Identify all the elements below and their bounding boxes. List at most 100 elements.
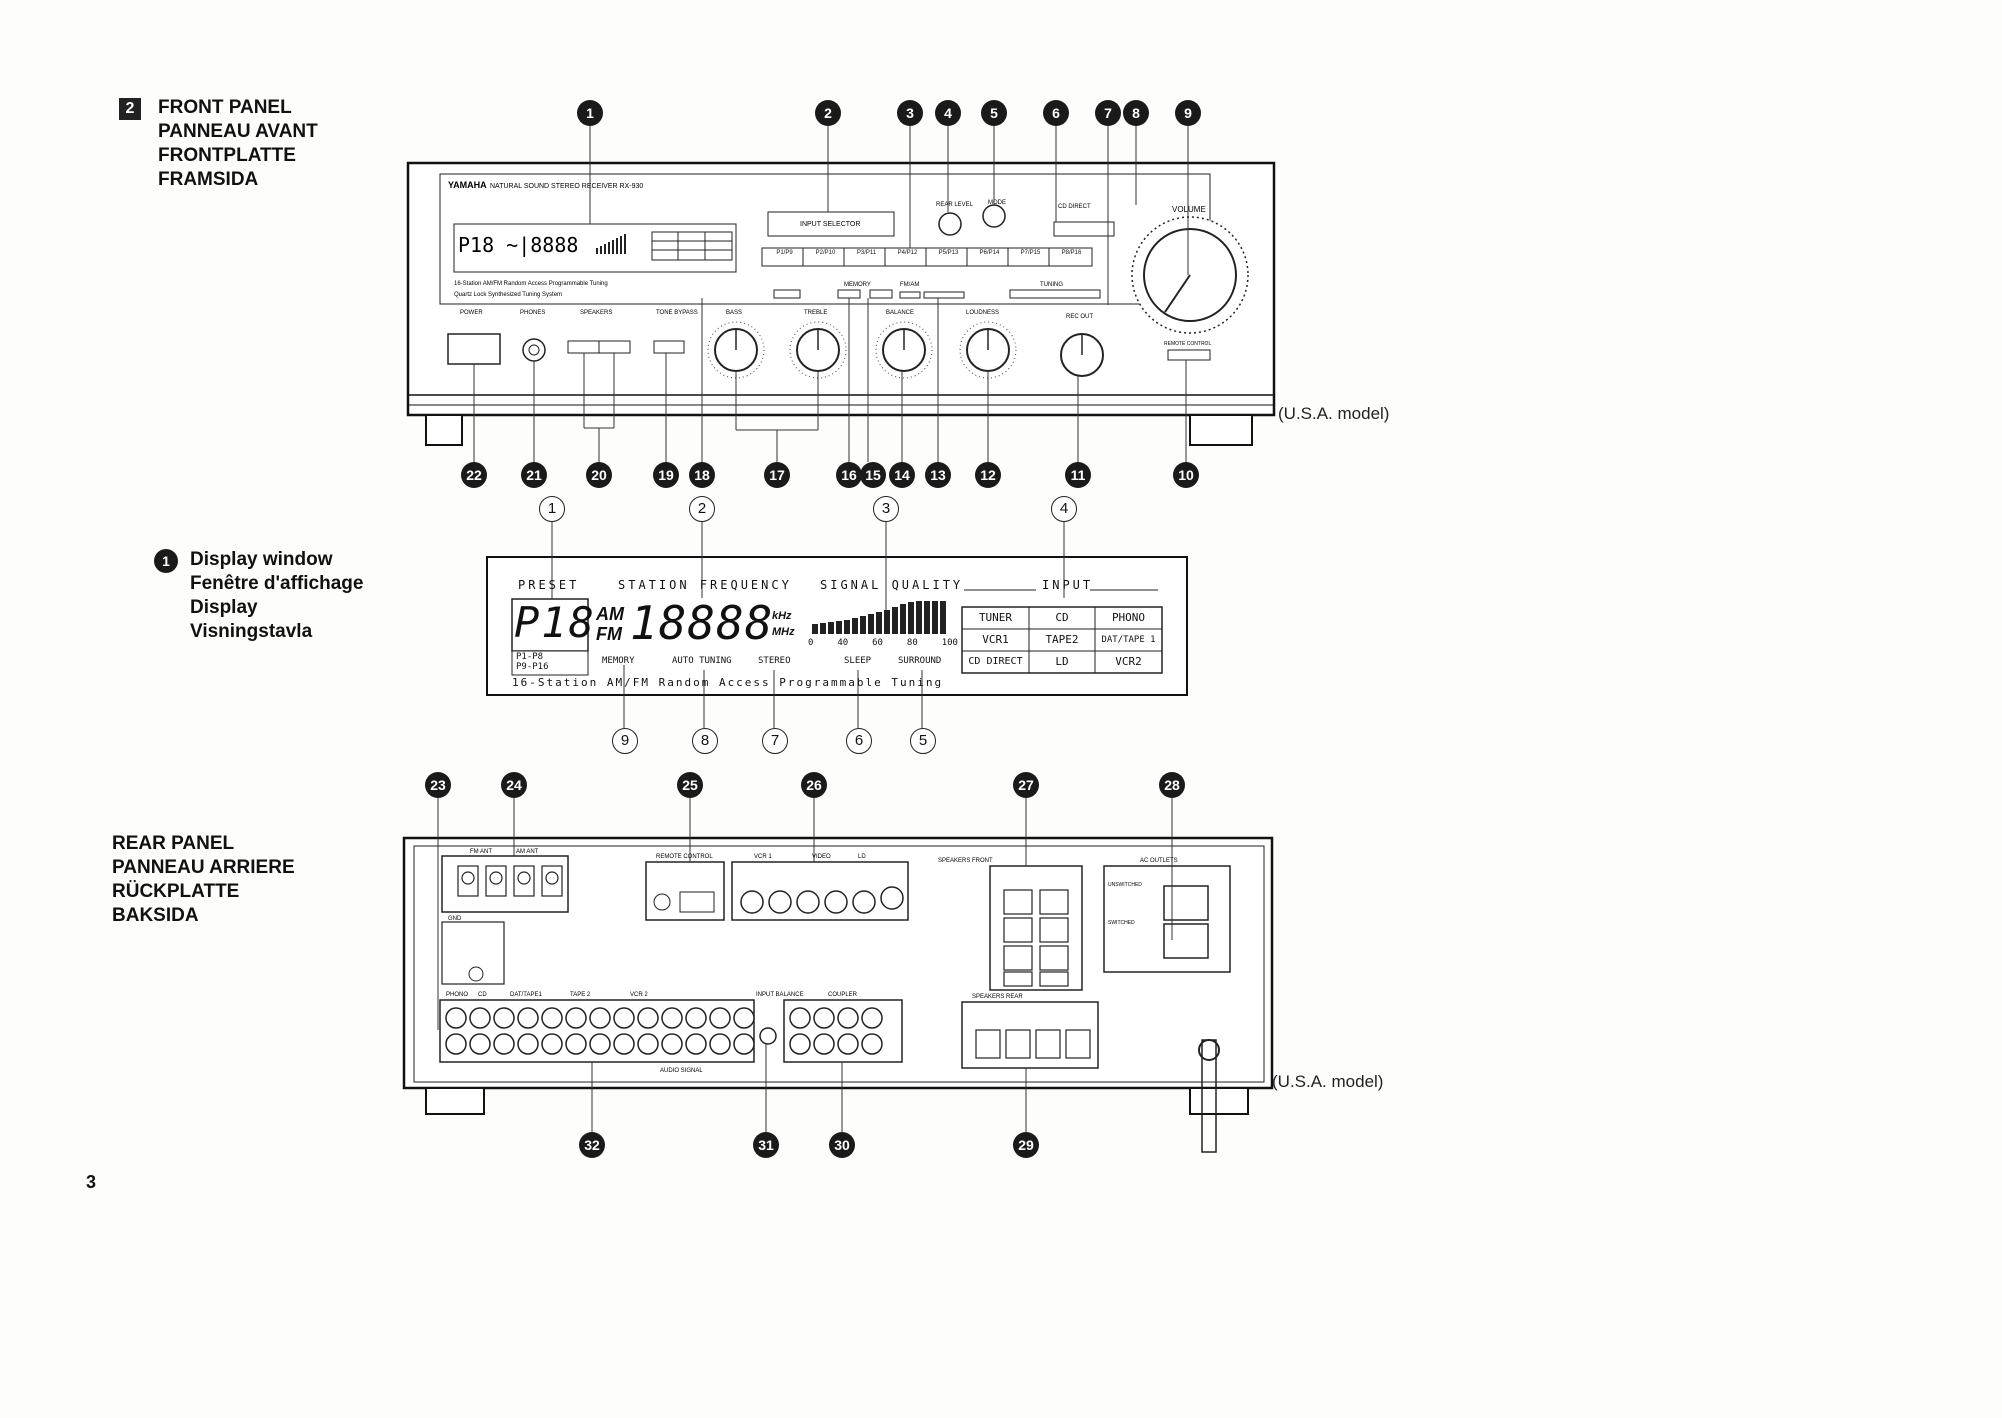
frequency-readout: 18888 [630, 596, 774, 650]
signal-scale: 0 40 60 80 100 [808, 638, 958, 648]
signal-quality-bars [812, 601, 946, 634]
svg-text:PHONES: PHONES [520, 310, 545, 316]
svg-text:REAR LEVEL: REAR LEVEL [936, 202, 974, 208]
display-heading-en: Display window [190, 549, 333, 570]
svg-text:MODE: MODE [988, 200, 1006, 206]
callout-15: 15 [860, 462, 886, 488]
p-button-1[interactable]: P1/P9 [776, 250, 793, 256]
preset-readout: P18 [514, 598, 596, 647]
input-ld: LD [1055, 655, 1069, 668]
indicator-auto-tuning: AUTO TUNING [672, 656, 732, 666]
callout-32: 32 [579, 1132, 605, 1158]
svg-text:VCR 2: VCR 2 [630, 992, 648, 998]
scale-40: 40 [837, 638, 849, 648]
svg-text:TONE BYPASS: TONE BYPASS [656, 310, 698, 316]
preset-range-1: P1-P8 [516, 652, 544, 662]
callout-21: 21 [521, 462, 547, 488]
p-button-8[interactable]: P8/P16 [1061, 250, 1082, 256]
indicator-stereo: STEREO [758, 656, 791, 666]
display-heading-de: Display [190, 597, 258, 618]
callout-25: 25 [677, 772, 703, 798]
callout-8: 8 [1123, 100, 1149, 126]
svg-text:16-Station AM/FM Random Access: 16-Station AM/FM Random Access Programma… [454, 281, 608, 287]
svg-text:LD: LD [858, 854, 866, 860]
svg-text:REMOTE CONTROL: REMOTE CONTROL [1164, 341, 1211, 347]
preset-button-labels: P1/P9 P2/P10 P3/P11 P4/P12 P5/P13 P6/P14… [764, 250, 1092, 256]
svg-text:AUDIO SIGNAL: AUDIO SIGNAL [660, 1068, 703, 1074]
scale-0: 0 [808, 638, 814, 648]
band-am: AM [596, 604, 624, 624]
svg-text:AM ANT: AM ANT [516, 849, 539, 855]
heading-de: FRONTPLATTE [158, 145, 296, 166]
callout-9: 9 [1175, 100, 1201, 126]
rear-heading-fr: PANNEAU ARRIERE [112, 857, 295, 878]
input-dat-tape1: DAT/TAPE 1 [1101, 635, 1156, 645]
p-button-4[interactable]: P4/P12 [897, 250, 918, 256]
svg-text:VIDEO: VIDEO [812, 854, 831, 860]
display-ocall-1: 1 [539, 496, 565, 522]
svg-text:SPEAKERS REAR: SPEAKERS REAR [972, 994, 1023, 1000]
callout-24: 24 [501, 772, 527, 798]
display-ocall-2: 2 [689, 496, 715, 522]
display-ocall-8: 8 [692, 728, 718, 754]
input-cd-direct: CD DIRECT [968, 656, 1023, 667]
display-ocall-5: 5 [910, 728, 936, 754]
label-preset: PRESET [518, 578, 580, 592]
display-heading-sv: Visningstavla [190, 621, 313, 642]
svg-text:GND: GND [448, 916, 462, 922]
label-station-frequency: STATION FREQUENCY [618, 578, 792, 592]
front-model-note: (U.S.A. model) [1278, 404, 1390, 423]
svg-text:UNSWITCHED: UNSWITCHED [1108, 882, 1142, 888]
rear-model-note: (U.S.A. model) [1272, 1072, 1384, 1091]
svg-text:TUNING: TUNING [1040, 282, 1063, 288]
callout-28: 28 [1159, 772, 1185, 798]
input-selector-label: INPUT SELECTOR [800, 221, 860, 228]
input-tape2: TAPE2 [1045, 633, 1079, 646]
p-button-7[interactable]: P7/P15 [1020, 250, 1041, 256]
callout-31: 31 [753, 1132, 779, 1158]
p-button-6[interactable]: P6/P14 [979, 250, 1000, 256]
callout-3: 3 [897, 100, 923, 126]
audio-jacks-left [445, 1007, 755, 1055]
tagline-text: NATURAL SOUND STEREO RECEIVER RX-930 [490, 183, 643, 190]
callout-19: 19 [653, 462, 679, 488]
callout-20: 20 [586, 462, 612, 488]
rear-heading-de: RÜCKPLATTE [112, 881, 240, 902]
svg-text:TAPE 2: TAPE 2 [570, 992, 591, 998]
unit-khz: kHz [772, 610, 792, 622]
svg-text:SPEAKERS FRONT: SPEAKERS FRONT [938, 858, 993, 864]
callout-12: 12 [975, 462, 1001, 488]
callout-6: 6 [1043, 100, 1069, 126]
front-panel-heading: FRONT PANEL PANNEAU AVANT FRONTPLATTE FR… [158, 96, 318, 192]
input-phono: PHONO [1111, 611, 1146, 624]
display-ocall-9: 9 [612, 728, 638, 754]
callout-30: 30 [829, 1132, 855, 1158]
scale-80: 80 [906, 638, 918, 648]
display-ocall-6: 6 [846, 728, 872, 754]
display-ocall-3: 3 [873, 496, 899, 522]
callout-16: 16 [836, 462, 862, 488]
svg-text:VCR 1: VCR 1 [754, 854, 772, 860]
mini-signal-bars [596, 234, 626, 254]
p-button-3[interactable]: P3/P11 [856, 250, 877, 256]
svg-text:SWITCHED: SWITCHED [1108, 920, 1135, 926]
svg-text:POWER: POWER [460, 310, 483, 316]
p-button-5[interactable]: P5/P13 [938, 250, 959, 256]
p-button-2[interactable]: P2/P10 [815, 250, 836, 256]
svg-text:SPEAKERS: SPEAKERS [580, 310, 612, 316]
callout-2: 2 [815, 100, 841, 126]
band-fm: FM [596, 624, 622, 644]
display-heading-fr: Fenêtre d'affichage [190, 573, 364, 594]
svg-text:CD DIRECT: CD DIRECT [1058, 204, 1091, 210]
svg-text:LOUDNESS: LOUDNESS [966, 310, 999, 316]
svg-text:FM ANT: FM ANT [470, 849, 492, 855]
display-ocall-4: 4 [1051, 496, 1077, 522]
callout-27: 27 [1013, 772, 1039, 798]
label-input: INPUT [1042, 578, 1094, 592]
svg-text:DAT/TAPE1: DAT/TAPE1 [510, 992, 542, 998]
svg-text:COUPLER: COUPLER [828, 992, 858, 998]
svg-text:BASS: BASS [726, 310, 742, 316]
svg-text:FM/AM: FM/AM [900, 282, 919, 288]
preset-buttons[interactable] [761, 247, 1093, 267]
indicator-sleep: SLEEP [844, 656, 872, 666]
